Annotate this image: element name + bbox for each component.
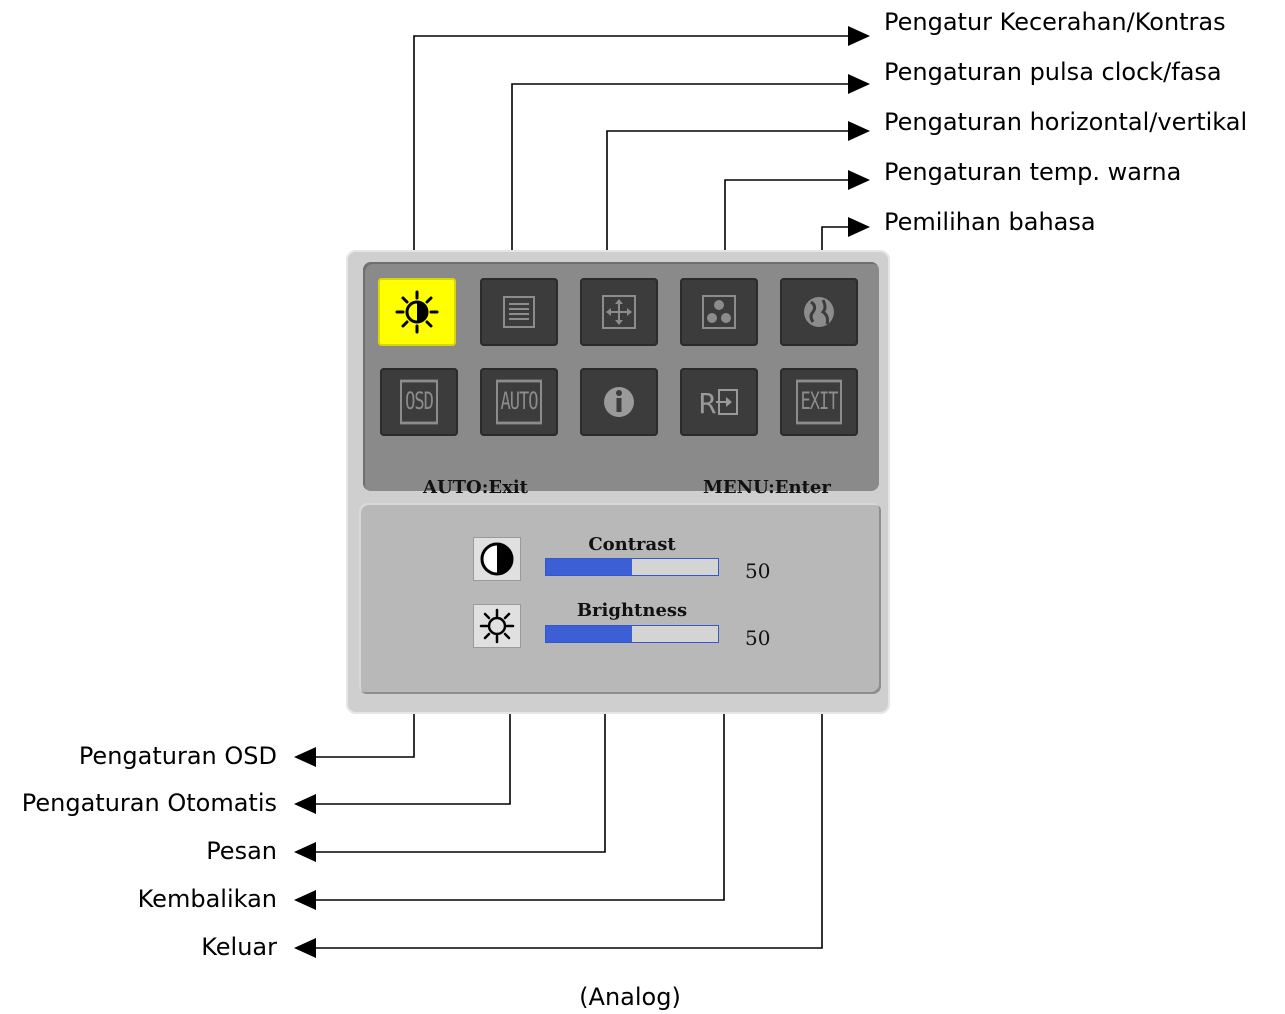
- brightness-value: 50: [745, 626, 771, 650]
- callout-horizontal-vertical: Pengaturan horizontal/vertikal: [884, 108, 1248, 136]
- callout-exit: Keluar: [201, 933, 277, 961]
- connector-line: [413, 35, 850, 296]
- callout-color-temp: Pengaturan temp. warna: [884, 158, 1182, 186]
- auto-tile[interactable]: AUTO: [480, 368, 558, 436]
- callout-language: Pemilihan bahasa: [884, 208, 1096, 236]
- language-tile[interactable]: [780, 278, 858, 346]
- osd-icon: OSD: [400, 379, 438, 425]
- connector-line: [606, 130, 850, 296]
- arrowhead-left: [294, 747, 316, 767]
- language-icon: [804, 297, 834, 327]
- color-temp-tile[interactable]: [680, 278, 758, 346]
- osd-menu-area: OSD AUTO R EXIT AUTO:Exit MENU:Enter: [363, 262, 879, 498]
- callout-recall: Kembalikan: [137, 885, 277, 913]
- connector-line: [511, 83, 850, 296]
- position-tile[interactable]: [580, 278, 658, 346]
- contrast-slider-fill: [546, 559, 632, 575]
- auto-icon: AUTO: [495, 379, 543, 425]
- osd-tile[interactable]: OSD: [380, 368, 458, 436]
- position-icon: [602, 295, 636, 329]
- brightness-slider[interactable]: [545, 625, 719, 643]
- arrowhead-right: [848, 121, 870, 141]
- arrowhead-right: [848, 74, 870, 94]
- callout-auto-adjust: Pengaturan Otomatis: [21, 789, 277, 817]
- callout-clock-phase: Pengaturan pulsa clock/fasa: [884, 58, 1222, 86]
- arrowhead-left: [294, 890, 316, 910]
- hint-auto-exit: AUTO:Exit: [423, 477, 528, 498]
- arrowhead-left: [294, 794, 316, 814]
- recall-icon: R: [699, 387, 738, 420]
- callout-brightness-contrast: Pengatur Kecerahan/Kontras: [884, 8, 1226, 36]
- contrast-label: Contrast: [588, 534, 676, 555]
- osd-panel: OSD AUTO R EXIT AUTO:Exit MENU:Enter: [346, 250, 890, 714]
- arrowhead-right: [848, 26, 870, 46]
- recall-tile[interactable]: R: [680, 368, 758, 436]
- exit-icon: EXIT: [795, 379, 843, 425]
- brightness-icon-box: [473, 604, 521, 648]
- color-temp-icon: [702, 295, 736, 329]
- callout-information: Pesan: [206, 837, 277, 865]
- arrowhead-right: [848, 170, 870, 190]
- brightness-label: Brightness: [576, 600, 688, 621]
- clock-phase-icon: [503, 296, 535, 328]
- exit-tile[interactable]: EXIT: [780, 368, 858, 436]
- brightness-slider-fill: [546, 626, 632, 642]
- brightness-tile[interactable]: [378, 278, 456, 346]
- brightness-icon: [395, 290, 439, 334]
- arrowhead-left: [294, 938, 316, 958]
- info-tile[interactable]: [580, 368, 658, 436]
- caption: (Analog): [579, 983, 681, 1011]
- contrast-slider[interactable]: [545, 558, 719, 576]
- contrast-icon: [480, 542, 514, 576]
- contrast-icon-box: [473, 537, 521, 581]
- callout-osd-settings: Pengaturan OSD: [78, 742, 277, 770]
- svg-text:R: R: [699, 387, 716, 420]
- clock-phase-tile[interactable]: [480, 278, 558, 346]
- arrowhead-right: [848, 217, 870, 237]
- info-icon: [604, 387, 634, 417]
- osd-adjust-area: Contrast 50 Brightness 50: [359, 503, 881, 694]
- sun-icon: [479, 608, 515, 644]
- hint-menu-enter: MENU:Enter: [703, 477, 831, 498]
- contrast-value: 50: [745, 559, 771, 583]
- arrowhead-left: [294, 842, 316, 862]
